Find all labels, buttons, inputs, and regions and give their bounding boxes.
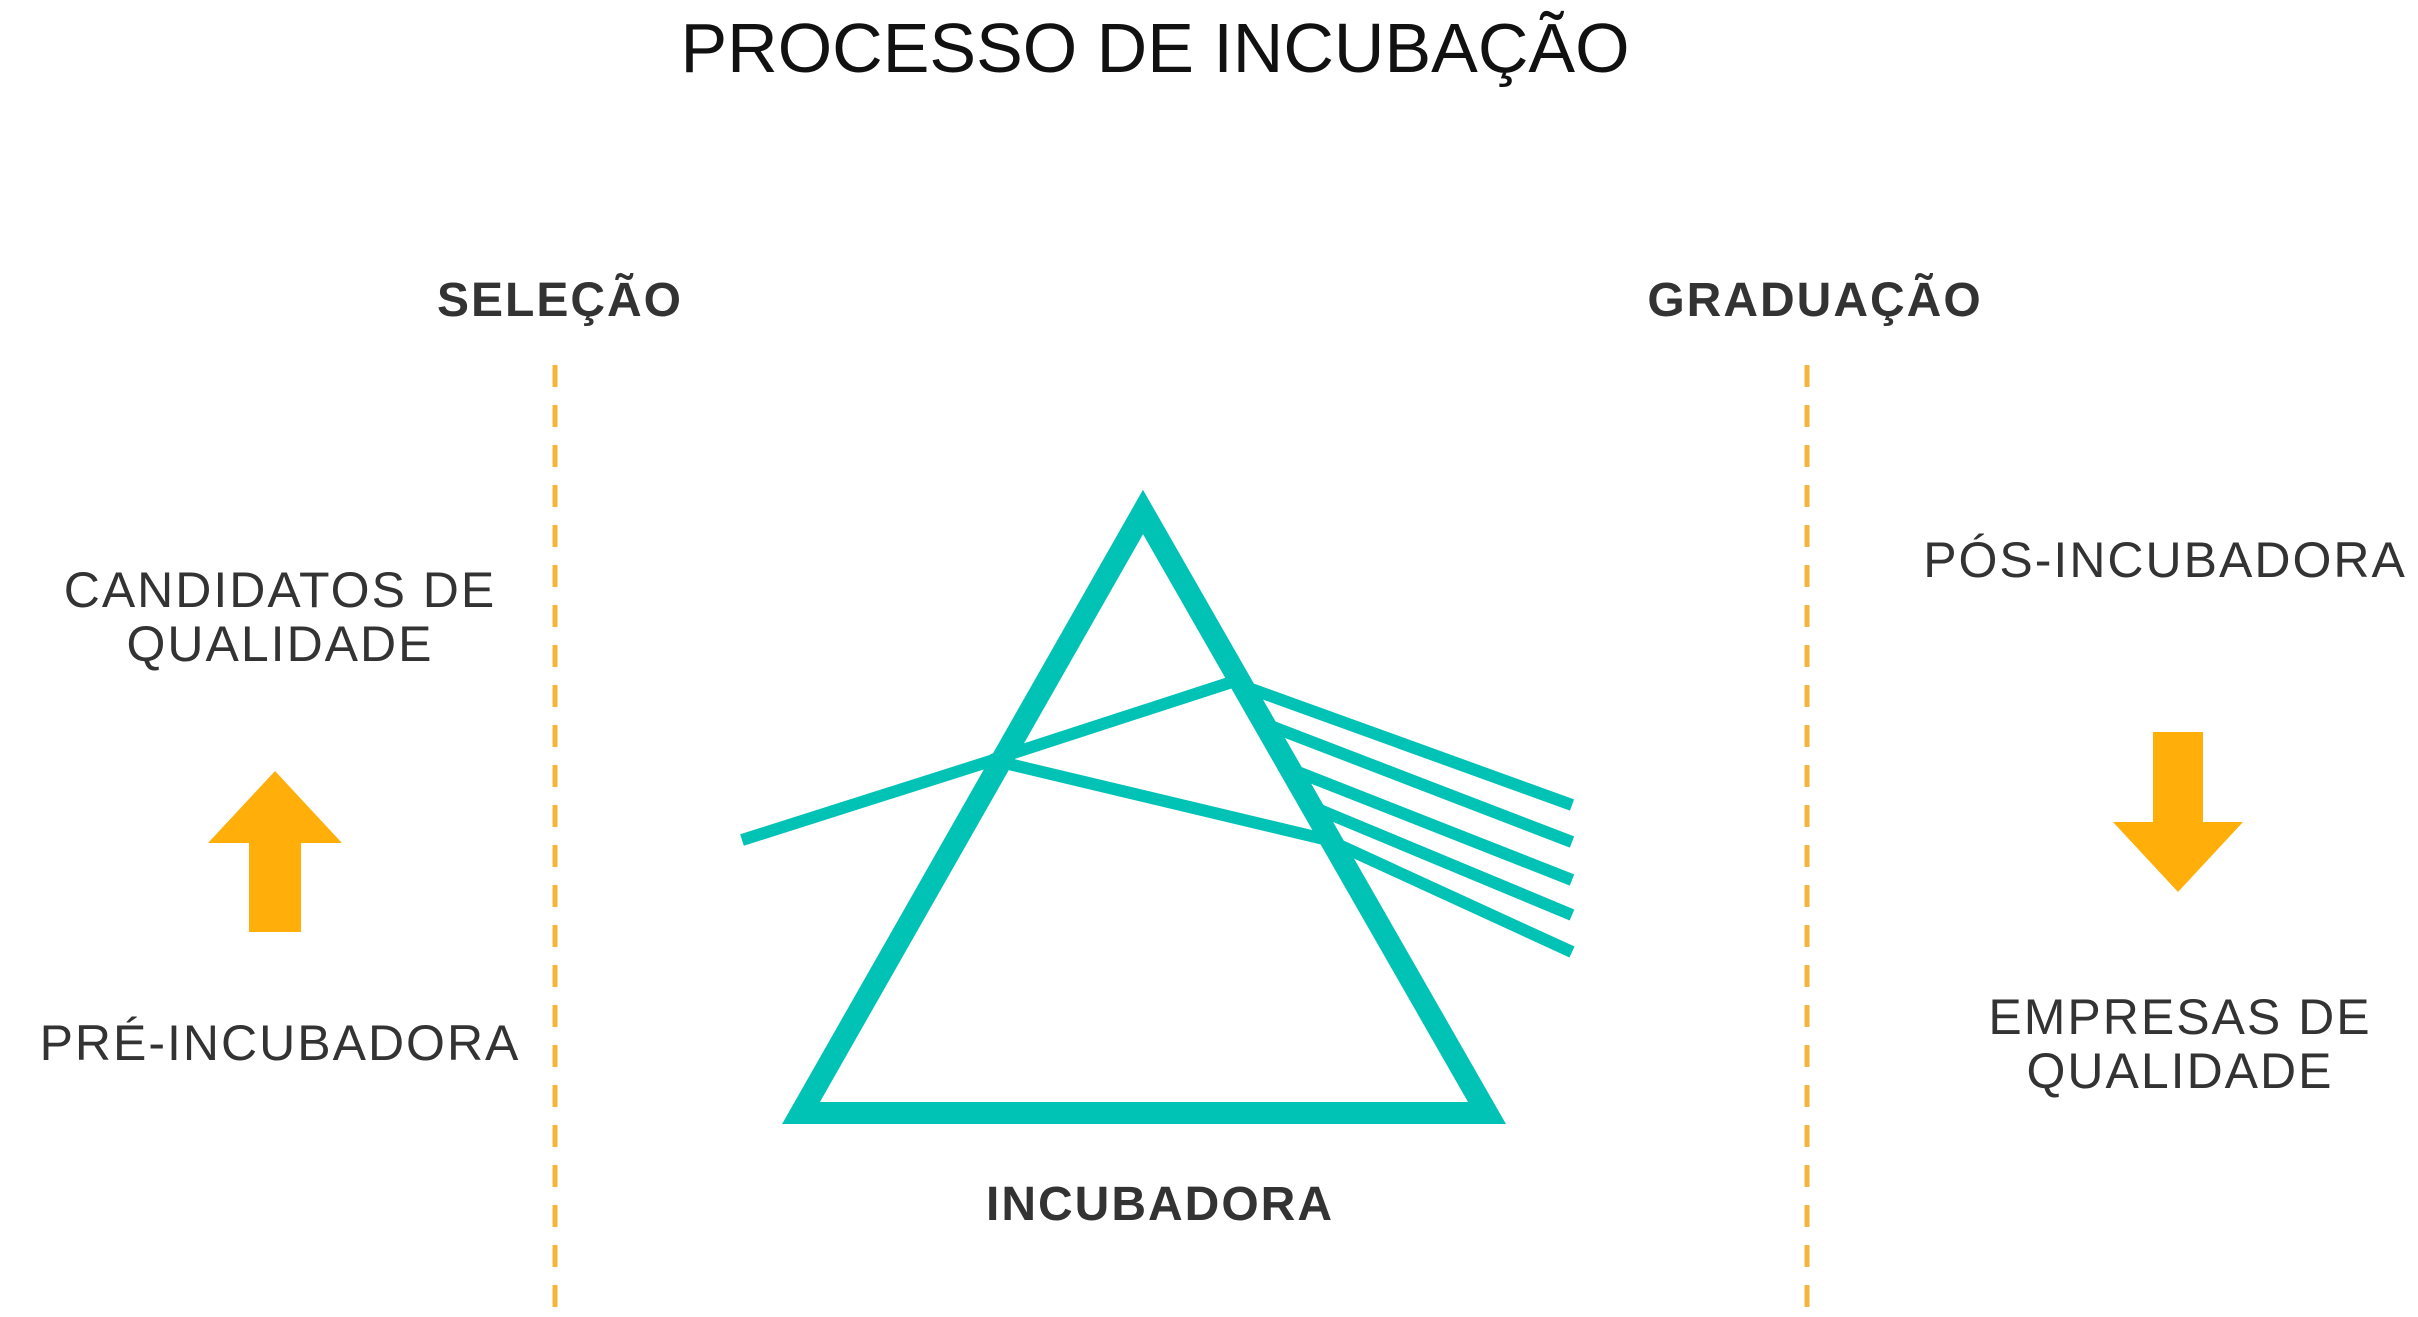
prism-outgoing-beam-2 bbox=[1252, 714, 1575, 848]
pre-incubator-text: PRÉ-INCUBADORA bbox=[39, 1015, 521, 1071]
quality-candidates-text: CANDIDATOS DE QUALIDADE bbox=[20, 563, 540, 671]
quality-companies-line2: QUALIDADE bbox=[2026, 1043, 2334, 1099]
prism-triangle bbox=[782, 489, 1506, 1124]
quality-candidates-line2: QUALIDADE bbox=[126, 616, 434, 672]
quality-companies-line1: EMPRESAS DE bbox=[1988, 989, 2372, 1045]
post-incubator-text: PÓS-INCUBADORA bbox=[1923, 532, 2407, 588]
prism-icon bbox=[740, 489, 1575, 1124]
arrow-down-icon bbox=[2113, 732, 2243, 892]
quality-companies-text: EMPRESAS DE QUALIDADE bbox=[1940, 990, 2418, 1098]
stage-label-graduation: GRADUAÇÃO bbox=[1647, 274, 1983, 327]
stage-label-selection: SELEÇÃO bbox=[436, 274, 684, 327]
prism-outgoing-beam-5 bbox=[1325, 834, 1575, 958]
prism-incoming-beam bbox=[740, 752, 1002, 846]
prism-outgoing-beam-4 bbox=[1300, 797, 1575, 921]
prism-inner-beam-lower bbox=[990, 754, 1330, 846]
prism-outgoing-beam-3 bbox=[1277, 759, 1575, 886]
prism-outgoing-beam-1 bbox=[1229, 676, 1575, 811]
quality-candidates-line1: CANDIDATOS DE bbox=[63, 562, 497, 618]
incubator-label: INCUBADORA bbox=[986, 1178, 1334, 1231]
prism-inner-beam-upper bbox=[990, 676, 1234, 766]
arrow-up-icon bbox=[208, 771, 342, 932]
page-title: PROCESSO DE INCUBAÇÃO bbox=[680, 9, 1630, 87]
